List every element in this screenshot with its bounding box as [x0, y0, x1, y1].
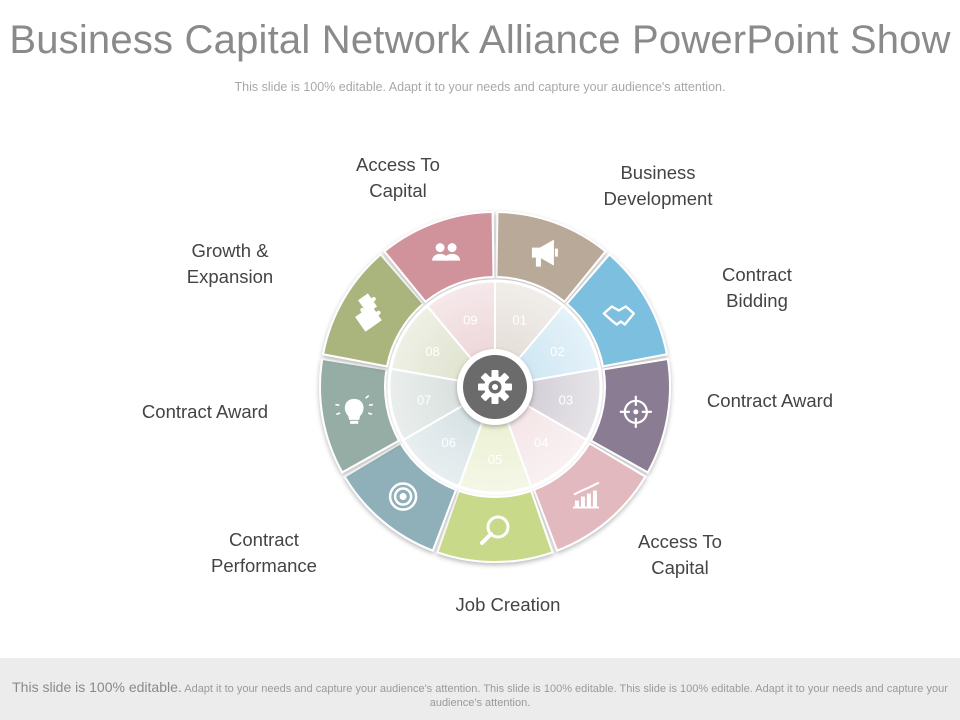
segment-number-07: 07 — [417, 393, 431, 408]
label-job-creation: Job Creation — [455, 594, 561, 615]
page-title: Business Capital Network Alliance PowerP… — [9, 18, 951, 62]
bullseye-icon — [388, 482, 418, 511]
bar-chart-icon — [572, 481, 600, 509]
label-access-to-capital-top: Access To Capital — [356, 154, 440, 201]
target-crosshair-icon — [619, 395, 652, 428]
label-contract-award-left: Contract Award — [141, 401, 269, 422]
users-icon — [432, 243, 461, 261]
gear-icon — [478, 370, 512, 404]
handshake-icon — [602, 305, 636, 326]
segment-number-06: 06 — [441, 435, 455, 450]
segment-number-08: 08 — [425, 344, 439, 359]
megaphone-icon — [531, 239, 558, 267]
segment-number-03: 03 — [559, 393, 573, 408]
lightbulb-icon — [335, 395, 374, 424]
label-growth-expansion: Growth & Expansion — [186, 240, 274, 287]
page-subtitle: This slide is 100% editable. Adapt it to… — [234, 80, 726, 94]
label-business-development: Business Development — [603, 162, 713, 209]
segment-number-01: 01 — [512, 312, 526, 327]
label-access-to-capital-bottom: Access To Capital — [638, 531, 722, 578]
segment-number-04: 04 — [534, 435, 548, 450]
puzzle-icon — [355, 293, 382, 332]
magnifier-icon — [480, 515, 510, 545]
footer-text: Adapt it to your needs and capture your … — [184, 683, 948, 709]
footer-lead: This slide is 100% editable. — [12, 679, 182, 695]
footer: This slide is 100% editable. Adapt it to… — [0, 658, 960, 720]
hub — [457, 349, 533, 425]
label-contract-bidding: Contract Bidding — [722, 264, 792, 311]
segment-outer-05 — [436, 489, 554, 563]
segment-number-02: 02 — [550, 344, 564, 359]
label-contract-performance: Contract Performance — [211, 529, 317, 576]
segment-number-05: 05 — [488, 452, 502, 467]
segment-number-09: 09 — [463, 312, 477, 327]
cycle-diagram: 01 02 03 04 05 06 07 08 09 — [319, 211, 671, 563]
segment-outer-03 — [589, 357, 671, 474]
label-contract-award-right: Contract Award — [706, 390, 834, 411]
